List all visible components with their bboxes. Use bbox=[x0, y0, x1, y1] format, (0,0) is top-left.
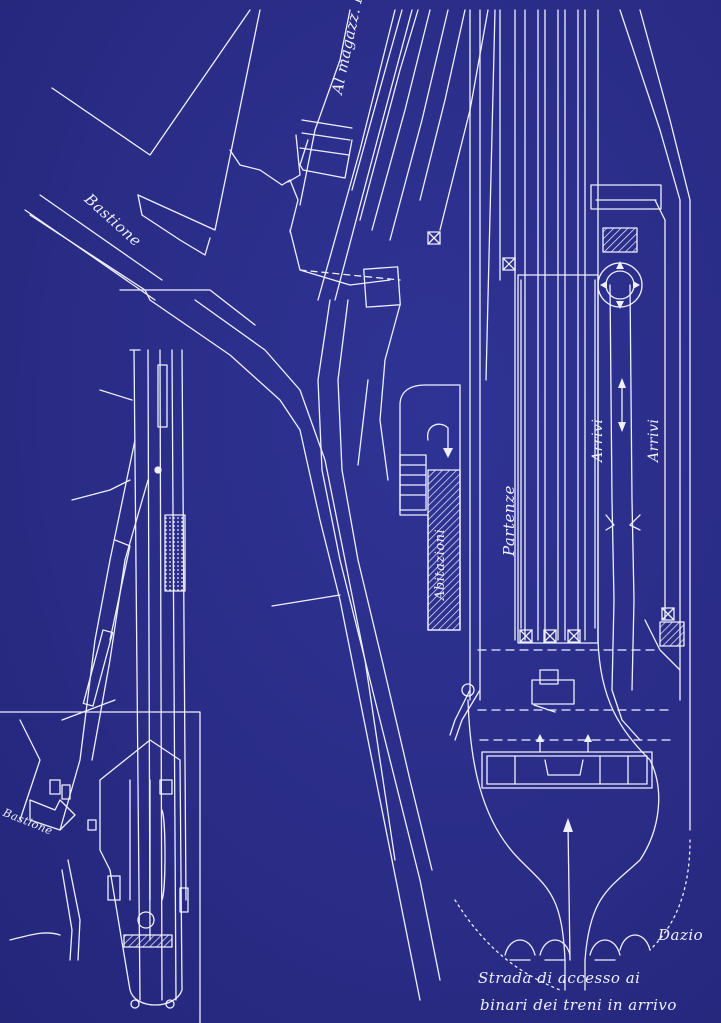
label-arrivi-outer: Arrivi bbox=[646, 418, 662, 462]
label-abitazioni: Abitazioni bbox=[433, 528, 448, 600]
label-dazio: Dazio bbox=[658, 926, 704, 944]
upper-tracks bbox=[299, 9, 489, 301]
dazio-structures bbox=[454, 839, 691, 991]
inset-plan bbox=[0, 349, 201, 1023]
label-arrivi-inner: Arrivi bbox=[590, 418, 606, 462]
label-partenze: Partenze bbox=[500, 485, 518, 556]
caption-line-1: Strada di accesso ai bbox=[478, 969, 641, 987]
station-platforms bbox=[449, 9, 691, 991]
side-building bbox=[399, 384, 461, 631]
main-line-tracks bbox=[149, 299, 441, 1001]
fortification-outline bbox=[24, 9, 401, 326]
caption-line-2: binari dei treni in arrivo bbox=[480, 996, 677, 1014]
